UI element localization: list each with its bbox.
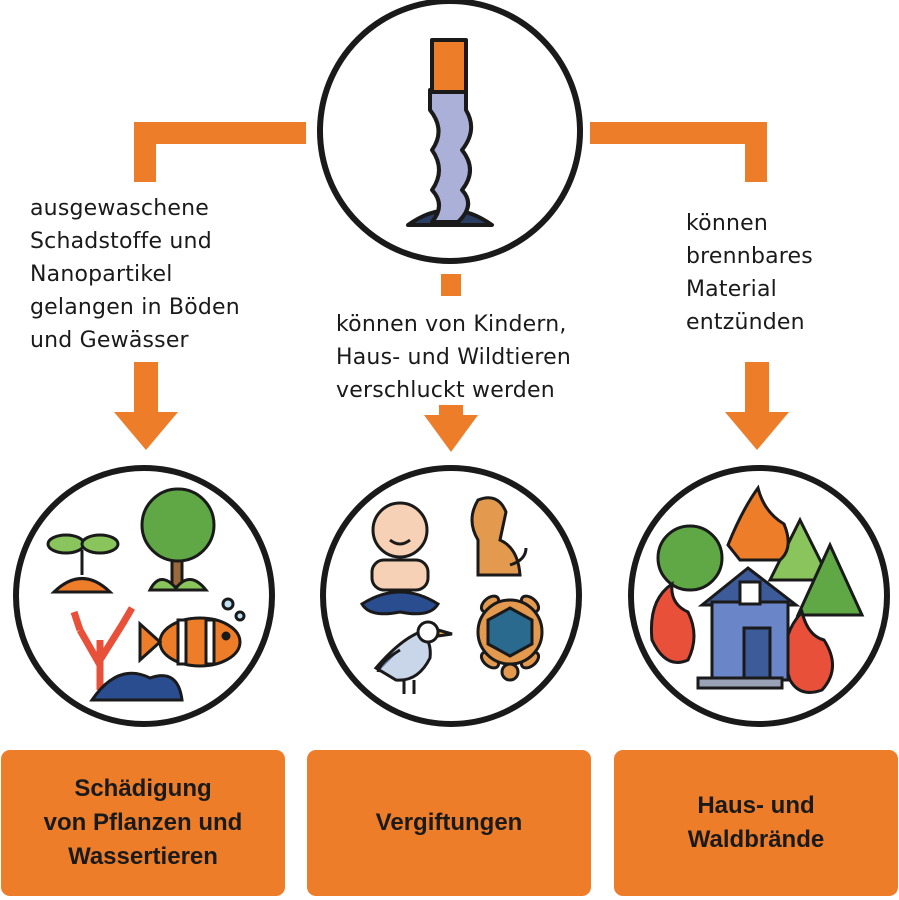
baby-icon	[359, 501, 441, 616]
arrow-center	[424, 405, 478, 452]
seagull-icon	[373, 620, 453, 694]
sprout-icon	[46, 533, 120, 594]
result-box-right: Haus- und Waldbrände	[614, 750, 898, 896]
clownfish-icon	[138, 597, 246, 668]
tree-icon	[140, 487, 216, 592]
connector-lines	[134, 122, 767, 296]
fire-icon	[649, 484, 834, 694]
cigarette-butt-icon	[406, 38, 494, 227]
result-box-center: Vergiftungen	[307, 750, 591, 896]
dog-icon	[470, 496, 528, 577]
animals-circle	[320, 465, 582, 727]
label-right: können brennbares Material entzünden	[686, 211, 813, 335]
arrow-left	[114, 362, 178, 450]
house-icon	[696, 566, 801, 690]
coral-icon	[70, 606, 184, 702]
result-box-left: Schädigung von Pflanzen und Wassertieren	[1, 750, 285, 896]
label-center: können von Kindern, Haus- und Wildtieren…	[336, 312, 571, 403]
forest-icon	[656, 516, 865, 617]
label-left: ausgewaschene Schadstoffe und Nanopartik…	[30, 196, 240, 353]
arrow-right	[725, 362, 789, 450]
turtle-icon	[476, 594, 544, 682]
